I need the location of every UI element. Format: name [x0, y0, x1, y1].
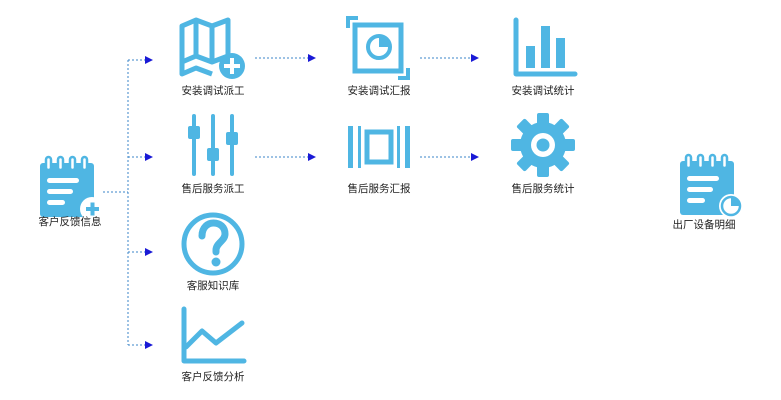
node-customer-feedback-analysis[interactable]: 客户反馈分析: [168, 305, 258, 395]
node-label: 售后服务汇报: [347, 183, 411, 195]
node-after-sales-stats[interactable]: 售后服务统计: [498, 112, 588, 202]
node-factory-equipment-detail[interactable]: 出厂设备明细: [664, 152, 754, 242]
node-label: 客户反馈分析: [181, 371, 245, 383]
node-label: 出厂设备明细: [672, 219, 736, 231]
node-label: 售后服务派工: [181, 183, 245, 195]
node-install-debug-stats[interactable]: 安装调试统计: [498, 14, 588, 104]
node-label: 客服知识库: [186, 280, 240, 292]
node-after-sales-report[interactable]: 售后服务汇报: [334, 112, 424, 202]
node-service-knowledge-base[interactable]: 客服知识库: [168, 212, 258, 302]
node-label: 安装调试统计: [511, 85, 575, 97]
sliders-icon: [188, 114, 238, 176]
bar-chart-icon: [513, 17, 578, 77]
node-label: 售后服务统计: [511, 183, 575, 195]
notepad-plus-icon: [40, 155, 104, 221]
branch-connector: [103, 56, 153, 349]
node-customer-feedback-info[interactable]: 客户反馈信息: [30, 150, 110, 240]
node-install-debug-report[interactable]: 安装调试汇报: [334, 14, 424, 104]
node-label: 安装调试派工: [181, 85, 245, 97]
node-label: 客户反馈信息: [38, 216, 102, 228]
gear-icon: [511, 113, 575, 177]
line-chart-icon: [181, 306, 247, 364]
map-plus-icon: [179, 17, 245, 79]
node-install-debug-dispatch[interactable]: 安装调试派工: [168, 14, 258, 104]
barcode-icon: [348, 126, 410, 168]
question-icon: [181, 212, 245, 276]
node-label: 安装调试汇报: [347, 85, 411, 97]
screen-pie-icon: [346, 16, 410, 80]
notepad-pie-icon: [680, 153, 743, 218]
node-after-sales-dispatch[interactable]: 售后服务派工: [168, 112, 258, 202]
